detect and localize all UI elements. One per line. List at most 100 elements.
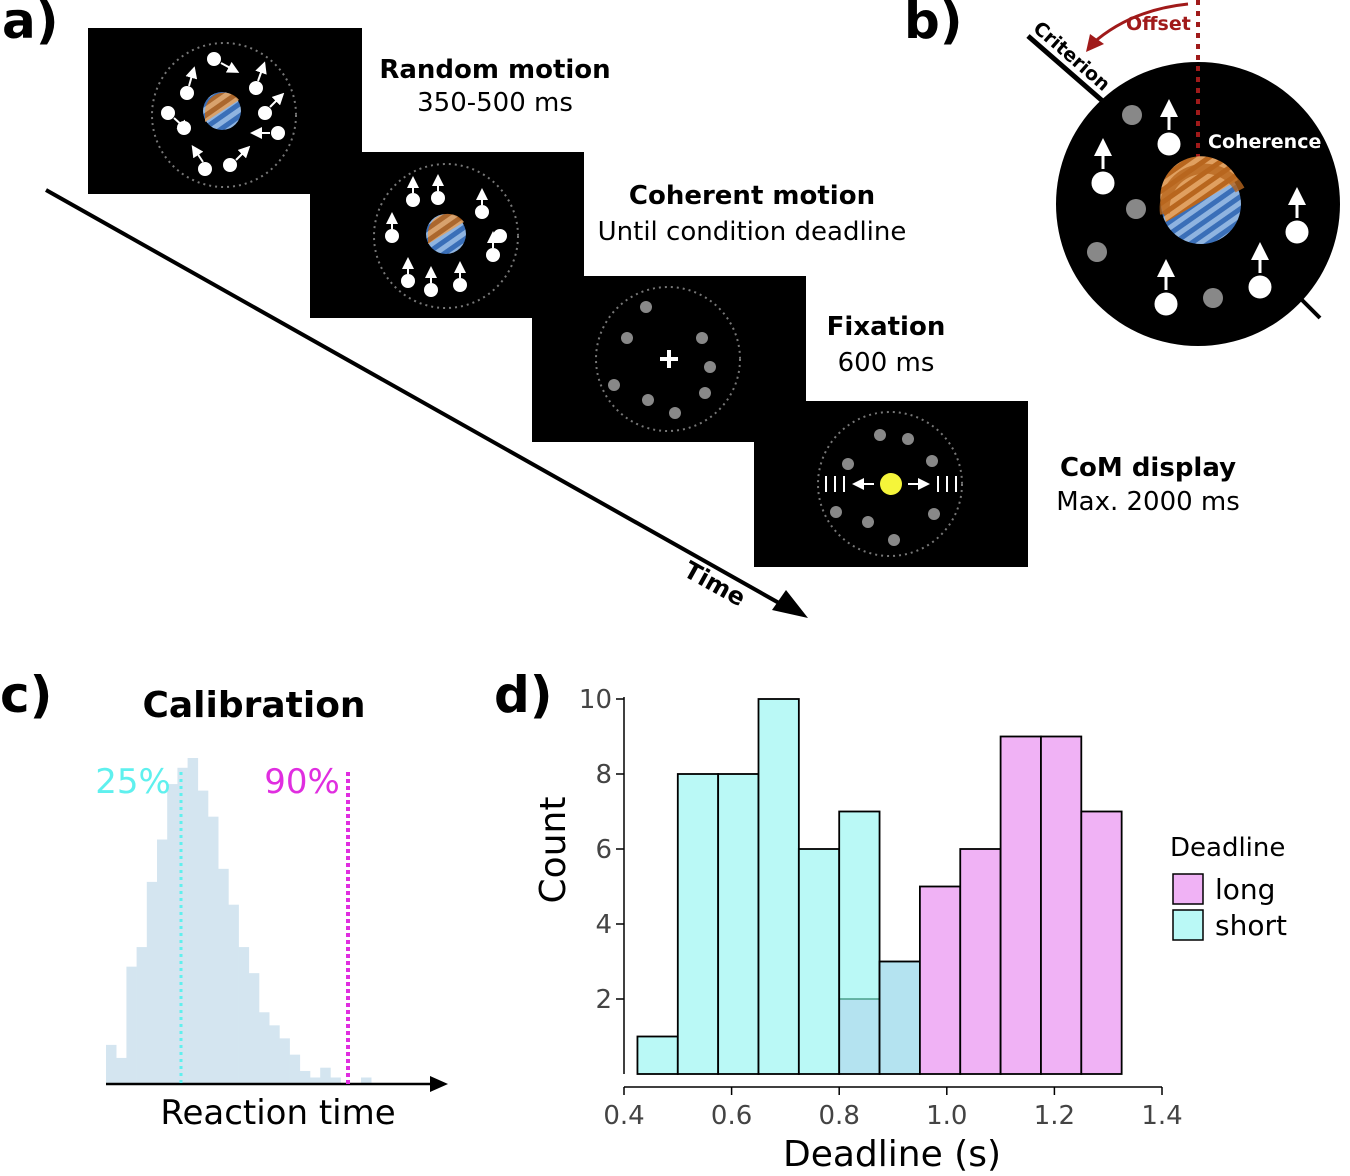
y-tick-label-1: 4: [595, 910, 612, 940]
calibration-bar-7: [177, 767, 188, 1084]
calibration-bar-10: [208, 816, 219, 1084]
panel-c-label: c): [0, 666, 53, 724]
bar-short-1: [676, 773, 720, 1075]
p25-label: 25%: [95, 762, 171, 802]
panel-d-label: d): [494, 666, 553, 724]
calibration-bar-19: [299, 1070, 311, 1084]
bar-short-3: [757, 698, 800, 1075]
criterion-line-end: [1298, 296, 1322, 320]
bar-long-9: [999, 735, 1042, 1075]
calibration-bar-5: [157, 839, 168, 1084]
legend: Deadline long short: [1170, 833, 1287, 942]
calibration-title: Calibration: [142, 685, 365, 726]
step-1-title: Random motion: [379, 55, 610, 85]
y-tick-label-0: 2: [595, 985, 612, 1015]
calibration-bar-15: [259, 1012, 270, 1084]
bar-overlap-5: [839, 999, 880, 1074]
bar-short-5: [839, 811, 880, 999]
step-4-title: CoM display: [1060, 453, 1236, 483]
legend-title: Deadline: [1170, 833, 1285, 863]
random-dots: [161, 52, 285, 176]
calibration-bar-6: [167, 784, 178, 1084]
calibration-bar-0: [106, 1044, 117, 1084]
x-tick-label-3: 1.0: [926, 1101, 967, 1131]
aperture-ring: [151, 42, 297, 188]
x-tick-label-5: 1.4: [1141, 1101, 1182, 1131]
panel-b: b) Criterion Offset Coherence: [904, 0, 1340, 346]
aperture-ring: [373, 163, 519, 309]
criterion-label: Criterion: [1029, 17, 1115, 95]
calibration-bar-20: [310, 1077, 321, 1084]
panel-b-label: b): [904, 0, 963, 50]
calibration-bar-17: [279, 1038, 290, 1084]
coherent-dots: [385, 174, 507, 297]
x-tick-label-2: 0.8: [819, 1101, 860, 1131]
calibration-bar-14: [248, 973, 260, 1084]
screen-com-display: [754, 401, 1028, 567]
response-bars: [825, 476, 957, 492]
y-tick-label-2: 6: [595, 835, 612, 865]
fixation-dots: [608, 301, 716, 419]
step-3-subtitle: 600 ms: [838, 348, 935, 378]
calibration-bar-22: [330, 1077, 341, 1084]
legend-label-short: short: [1215, 909, 1287, 942]
bar-short-2: [717, 773, 760, 1075]
aperture-ring: [595, 286, 741, 432]
bar-long-11: [1080, 810, 1123, 1075]
calibration-bar-11: [218, 868, 229, 1084]
calibration-bar-2: [126, 966, 137, 1084]
time-arrow-head: [772, 590, 808, 618]
bar-short-4: [797, 848, 841, 1075]
calibration-histogram: [106, 758, 372, 1084]
calibration-bar-25: [361, 1077, 372, 1084]
calibration-bar-4: [146, 881, 158, 1084]
bar-long-7: [919, 885, 962, 1075]
calibration-bar-1: [116, 1057, 127, 1084]
x-axis-label: Deadline (s): [783, 1134, 1001, 1175]
y-axis-label: Count: [533, 797, 574, 904]
step-3-title: Fixation: [827, 312, 946, 342]
coherence-label: Coherence: [1208, 131, 1321, 153]
step-2-title: Coherent motion: [629, 181, 875, 211]
offset-label: Offset: [1126, 13, 1191, 35]
fixation-cross: [660, 350, 678, 368]
calibration-bar-21: [320, 1067, 331, 1084]
calibration-axis-arrowhead: [430, 1076, 448, 1092]
step-4-subtitle: Max. 2000 ms: [1056, 487, 1240, 517]
p90-label: 90%: [264, 762, 340, 802]
calibration-bar-13: [238, 947, 250, 1084]
x-tick-label-0: 0.4: [603, 1101, 644, 1131]
legend-swatch-long: [1172, 873, 1204, 905]
calibration-bar-9: [197, 790, 209, 1084]
panel-d: d) 0.4 0.6 0.8 1.0 1.2 1.4 2 4 6 8 10 Count Deadli…: [494, 666, 1287, 1175]
panel-c: c) Calibration 25% 90% Reaction time: [0, 666, 448, 1133]
calibration-bar-3: [136, 947, 148, 1084]
offset-arrow: [1091, 2, 1189, 46]
y-tick-label-3: 8: [595, 760, 612, 790]
time-arrow: [45, 188, 796, 614]
noise-dots: [1087, 105, 1223, 308]
y-tick-label-4: 10: [579, 685, 612, 715]
x-tick-label-1: 0.6: [711, 1101, 752, 1131]
bar-short-0: [636, 1035, 679, 1075]
calibration-xlabel: Reaction time: [160, 1093, 395, 1133]
legend-label-long: long: [1215, 873, 1275, 906]
aperture-ring: [817, 411, 963, 557]
bar-outline-5: [838, 810, 881, 1075]
calibration-bar-18: [289, 1054, 301, 1084]
deadline-histogram: 0.4 0.6 0.8 1.0 1.2 1.4 2 4 6 8 10: [579, 685, 1183, 1131]
time-label: Time: [679, 556, 750, 612]
bar-overlap-6: [879, 961, 920, 1074]
panel-a: a) Time Random motion 350-500 ms: [2, 0, 1240, 618]
bar-long-10: [1040, 735, 1083, 1075]
panel-a-label: a): [2, 0, 59, 50]
calibration-bar-16: [269, 1025, 280, 1084]
step-2-subtitle: Until condition deadline: [598, 217, 907, 247]
yellow-fixation-dot: [880, 473, 902, 495]
x-tick-label-4: 1.2: [1034, 1101, 1075, 1131]
com-dots: [830, 429, 940, 546]
legend-swatch-short: [1172, 909, 1204, 941]
calibration-bar-8: [187, 758, 199, 1084]
step-1-subtitle: 350-500 ms: [417, 88, 573, 118]
